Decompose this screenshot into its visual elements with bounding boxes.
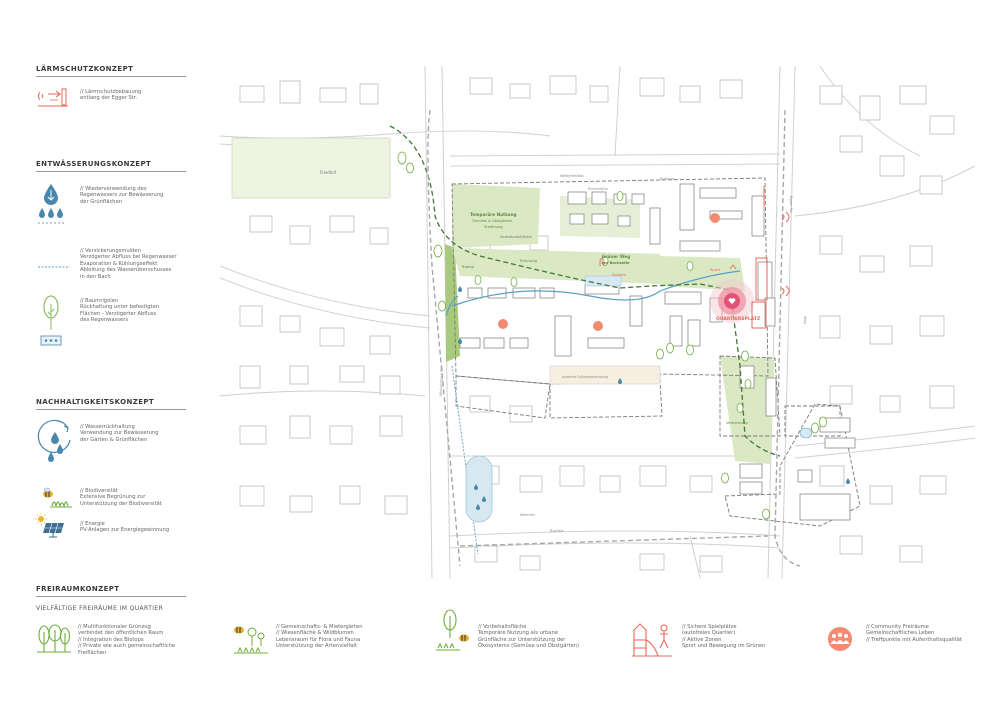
label-temp3: Stadthuog [484,225,503,229]
community-markers [498,213,720,331]
legend-text-trench: // Baumrigolen Rückhaltung unter befesti… [80,298,160,324]
legend-text-playground: // Sichere Spielplätze (autofreies Quart… [682,624,766,650]
noise-barrier-lines [751,186,790,329]
garden-bee-icon [230,622,270,660]
label-weiher: Weihergasse Str. [439,366,444,396]
solar-panel-icon [34,513,68,543]
label-vorbehalt: Vorbehaltsfläche [500,234,532,239]
green-corridor [445,184,775,464]
infiltration-swale-icon [36,256,72,275]
legend-text-laerm: // Lärmschutzbebauung entlang der Egger … [80,89,142,102]
fussweg-strip [549,365,661,385]
legend-text-reserve: // Vorbehaltsfläche Temporäre Nutzung al… [478,624,580,650]
label-bach: Bachstr. [550,529,565,533]
section-divider [36,76,186,77]
label-sport: Sport [710,267,721,272]
tree-symbols [397,151,827,520]
label-keller: Kellerstr. [520,513,536,517]
label-gruener1: Grüner Weg [602,254,630,259]
playground-icon [630,618,674,662]
label-biotop: Biotop [462,264,475,269]
section-divider [36,409,186,410]
legend-text-community: // Community Freiräume Gemeinschaftliche… [866,624,962,643]
section-divider [36,596,186,597]
tree-trench-icon [38,294,64,352]
label-gruener2: zur Bachseite [602,261,630,265]
section-divider [36,171,186,172]
legend-text-green-corridor: // Multifunktionaler Grünzug verbindet d… [78,624,176,656]
heart-icon [728,298,736,304]
label-steig: Erdlinge [660,177,676,181]
friedhof-label: Friedhof [320,170,337,175]
existing-buildings [239,75,955,573]
label-eichenlohe: Eichenlohe [588,187,608,191]
reserve-area-icon [434,608,474,658]
label-fussweg: autofreie Fußwegverbindung [562,375,608,379]
section-title-freiraum: FREIRAUMKONZEPT [36,585,120,593]
site-plan-map: Friedhof [220,66,975,578]
label-egger: Egger Str. [789,196,793,214]
section-title-entwaesserung: ENTWÄSSERUNGSKONZEPT [36,160,152,168]
quartiersplatz-label: QUARTIERSPLATZ [716,316,761,322]
rainwater-reuse-icon [36,182,66,230]
label-spielen: Spielen [612,272,627,277]
legend-text-energy: // Energie PV-Anlagen zur Energiegewinnu… [80,521,170,534]
label-verbindung: Verbindung [726,420,748,425]
label-temp: Temporäre Nutzung [470,212,517,217]
legend-text-rainwater: // Wiederverwendung des Regenwassers zur… [80,186,164,205]
road-edges [427,109,801,567]
water-cycle-icon [34,418,74,470]
label-erholung: Erholung [520,258,537,263]
legend-text-biodiversity: // Biodiversität Extensive Begrünung zur… [80,488,162,507]
legend-text-swale: // Versickerungsmulden Verzögerter Abflu… [80,248,177,280]
trees-icon [36,624,72,658]
new-buildings [459,183,856,521]
legend-text-gardens: // Gemeinschafts- & Mietergärten // Wies… [276,624,363,650]
noise-barrier-icon [36,86,70,112]
bee-icon [38,486,74,514]
droplet-icons [458,286,850,510]
water-features [445,270,813,555]
label-weg: Weg [803,316,807,324]
section-title-laerm: LÄRMSCHUTZKONZEPT [36,65,134,73]
legend-text-water-retention: // Wasserrückhaltung Verwendung zur Bewä… [80,424,159,443]
section-subtitle-freiraum: VIELFÄLTIGE FREIRÄUME IM QUARTIER [36,605,164,612]
play-markers [599,257,737,270]
section-title-nachhaltigkeit: NACHHALTIGKEITSKONZEPT [36,398,155,406]
green-path [389,125,781,457]
friedhof-area [231,137,391,199]
label-wetterfeld: Wetterfeldstr. [560,174,584,178]
community-icon [824,626,856,656]
label-temp2: Gemüse & Obstgärten [472,219,512,223]
